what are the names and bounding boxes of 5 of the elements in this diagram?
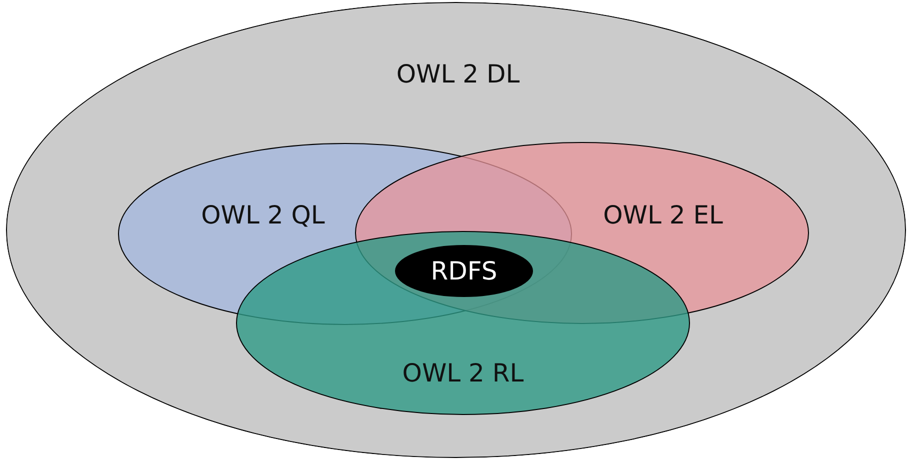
- set-label: RDFS: [430, 256, 498, 286]
- set-label: OWL 2 EL: [603, 200, 723, 230]
- set-label: OWL 2 DL: [396, 60, 520, 88]
- set-label: OWL 2 RL: [402, 358, 524, 388]
- set-label: OWL 2 QL: [201, 200, 325, 230]
